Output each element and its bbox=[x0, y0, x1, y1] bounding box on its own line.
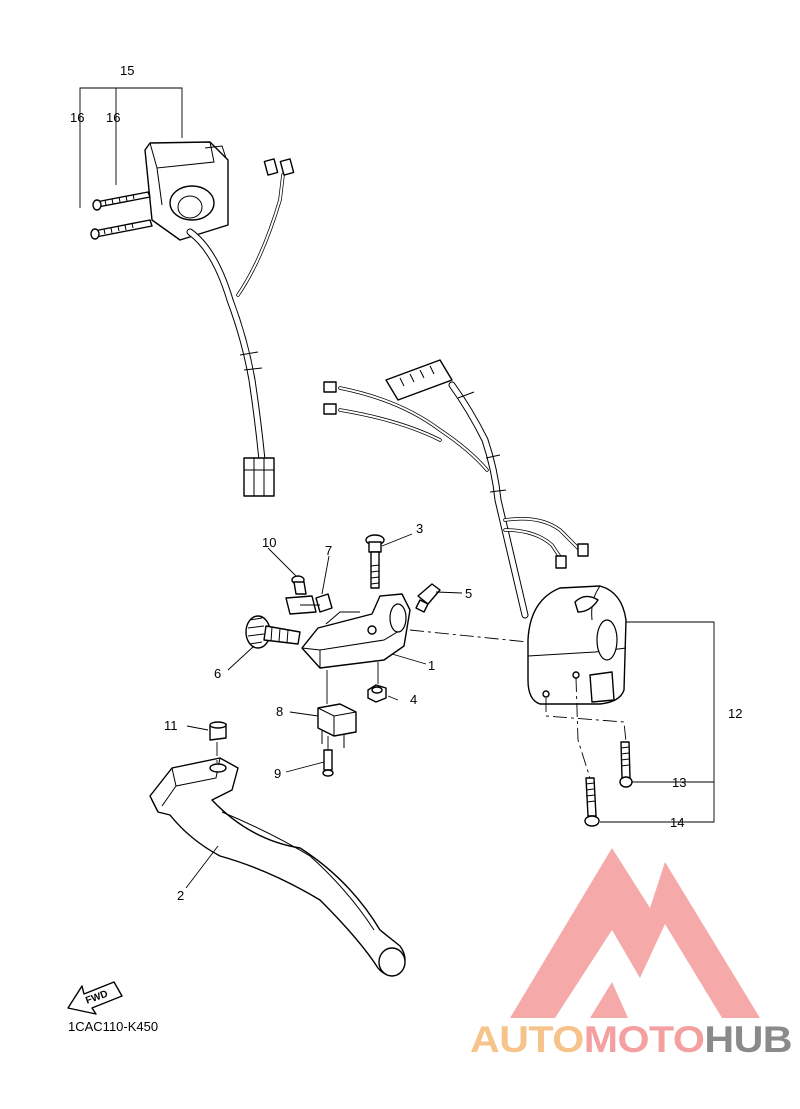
callout-9: 9 bbox=[274, 766, 281, 781]
screw-14 bbox=[584, 777, 600, 827]
left-handlebar-switch bbox=[79, 87, 295, 497]
screw-13 bbox=[619, 741, 633, 788]
callout-12: 12 bbox=[728, 706, 742, 721]
callout-4: 4 bbox=[410, 692, 417, 707]
screw-16-upper bbox=[92, 191, 151, 211]
right-handlebar-switch bbox=[527, 585, 715, 827]
callout-5: 5 bbox=[465, 586, 472, 601]
screw-10 bbox=[291, 575, 307, 595]
callout-16-right: 16 bbox=[106, 110, 120, 125]
callout-2: 2 bbox=[177, 888, 184, 903]
callout-16-left: 16 bbox=[70, 110, 84, 125]
callout-11: 11 bbox=[164, 718, 178, 733]
callout-14: 14 bbox=[670, 815, 684, 830]
callout-10: 10 bbox=[262, 535, 276, 550]
screw-9 bbox=[322, 749, 334, 777]
lever-holder-assembly bbox=[245, 534, 529, 777]
collar-11 bbox=[209, 721, 227, 741]
switch-8 bbox=[317, 703, 357, 748]
callout-7: 7 bbox=[325, 543, 332, 558]
callout-13: 13 bbox=[672, 775, 686, 790]
screw-5 bbox=[415, 583, 441, 613]
callout-1: 1 bbox=[428, 658, 435, 673]
watermark-logo bbox=[510, 848, 760, 1018]
bolt-3 bbox=[365, 534, 385, 589]
drawing-code: 1CAC110-K450 bbox=[68, 1019, 158, 1034]
clip-7 bbox=[285, 593, 333, 615]
callout-6: 6 bbox=[214, 666, 221, 681]
callout-3: 3 bbox=[416, 521, 423, 536]
fwd-arrow: FWD bbox=[67, 981, 123, 1015]
right-harness bbox=[323, 359, 589, 619]
callout-15: 15 bbox=[120, 63, 134, 78]
screw-16-lower bbox=[90, 219, 153, 240]
lever-2 bbox=[149, 757, 406, 977]
callout-8: 8 bbox=[276, 704, 283, 719]
adjuster-6 bbox=[245, 615, 301, 649]
